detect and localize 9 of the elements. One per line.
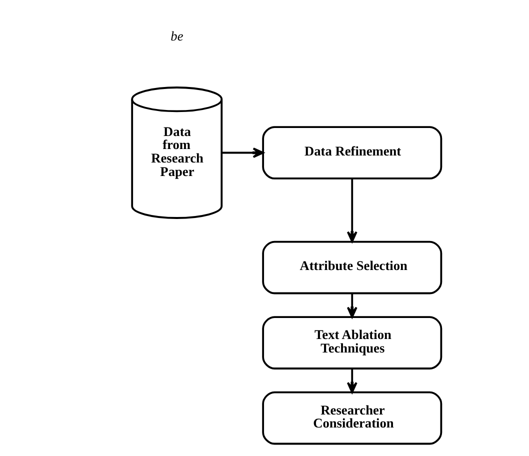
arrow bbox=[222, 148, 264, 158]
node-box: Researcher Consideration bbox=[262, 391, 442, 445]
node-box: Data Refinement bbox=[262, 126, 442, 180]
node-box: Attribute Selection bbox=[262, 240, 442, 294]
arrow bbox=[346, 178, 358, 242]
arrow bbox=[346, 293, 358, 318]
arrow bbox=[346, 368, 358, 394]
label: be bbox=[170, 28, 184, 44]
node-box: Text Ablation Techniques bbox=[262, 316, 442, 370]
